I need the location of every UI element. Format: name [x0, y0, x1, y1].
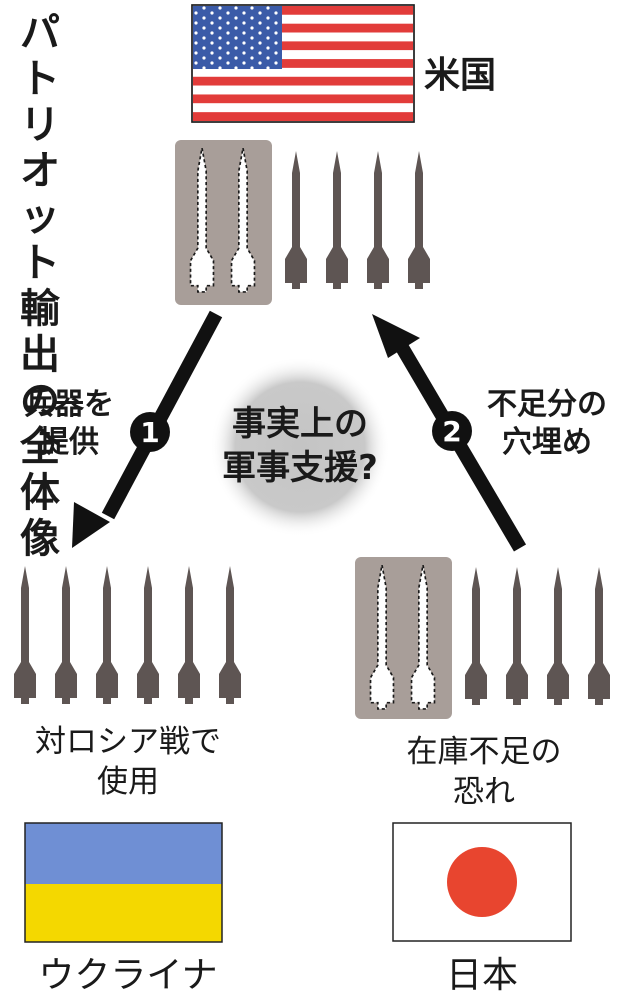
flag-stripe — [193, 59, 413, 68]
flag-stripe — [193, 103, 413, 113]
missile — [178, 566, 200, 704]
ukraine-flag — [24, 822, 223, 943]
missile — [547, 567, 569, 705]
us-flag — [191, 4, 415, 123]
flag-stripe — [193, 23, 413, 33]
missile — [588, 567, 610, 705]
rising-sun-disc — [447, 847, 517, 917]
label-provide-weapons: 兵器を 提供 — [24, 387, 114, 460]
missile — [96, 566, 118, 704]
arrow-fill-shortage: 2 — [372, 314, 527, 552]
missile — [219, 566, 241, 704]
step-2-badge — [432, 411, 472, 451]
japan-flag — [392, 822, 572, 942]
flag-stripe — [193, 76, 413, 86]
diagram-title: パトリオット輸出の全体像 — [20, 10, 60, 562]
flag-stripe — [193, 14, 413, 24]
flag-stripe — [193, 94, 413, 104]
caption-ukraine: 対ロシア戦で 使用 — [35, 724, 221, 800]
flag-stripe — [193, 85, 413, 95]
missile — [408, 151, 430, 289]
caption-japan: 在庫不足の 恐れ — [406, 734, 562, 810]
step-2-number: 2 — [442, 415, 461, 448]
missile — [285, 151, 307, 289]
flag-stripe — [193, 50, 413, 60]
highlight-box — [175, 140, 272, 305]
step-1-badge — [130, 412, 170, 452]
japan-missiles — [355, 557, 610, 719]
missile — [465, 567, 487, 705]
missile — [506, 567, 528, 705]
step-1-number: 1 — [140, 416, 159, 449]
ukraine-missiles — [14, 566, 241, 704]
label-ukraine: ウクライナ — [38, 955, 218, 996]
center-circle — [210, 357, 390, 537]
highlight-box — [355, 557, 452, 719]
missile — [326, 151, 348, 289]
arrow-provide-weapons: 1 — [72, 310, 223, 548]
flag-stripe — [193, 67, 413, 77]
us-missiles — [175, 140, 430, 305]
flag-stripe — [193, 32, 413, 42]
flag-stripe — [193, 41, 413, 51]
label-japan: 日本 — [445, 955, 518, 996]
label-us: 米国 — [424, 55, 497, 96]
label-de-facto-support: 事実上の 軍事支援? — [222, 404, 378, 488]
flag-stripe — [193, 112, 413, 121]
missile — [367, 151, 389, 289]
missile — [55, 566, 77, 704]
flag-stripe — [193, 6, 413, 15]
missile — [14, 566, 36, 704]
label-fill-shortage: 不足分の 穴埋め — [487, 387, 607, 460]
missile — [137, 566, 159, 704]
